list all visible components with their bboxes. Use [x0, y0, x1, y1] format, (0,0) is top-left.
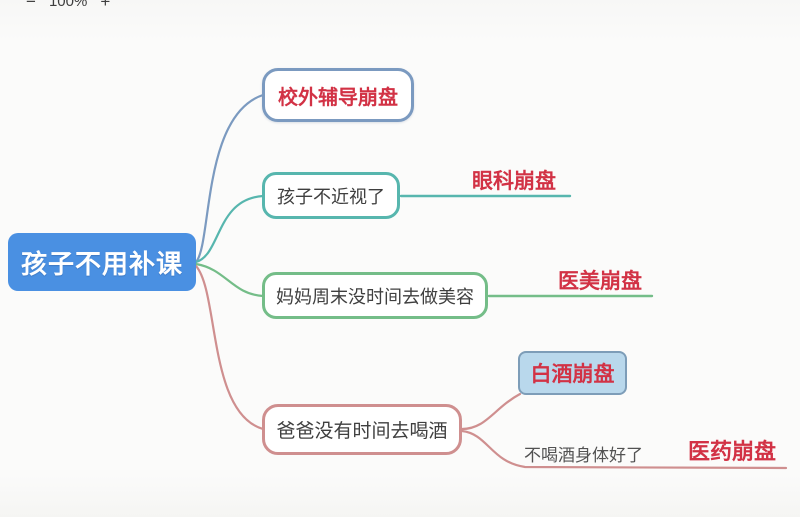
zoom-out-button[interactable]: −: [26, 0, 36, 11]
connector-root-to-eyesight: [194, 194, 265, 264]
node-tutoring-collapse[interactable]: 校外辅导崩盘: [262, 68, 414, 122]
connector-root-to-beauty: [194, 262, 265, 298]
connector-root-to-drinking: [194, 264, 265, 431]
zoom-in-button[interactable]: +: [100, 0, 111, 11]
zoom-toolbar: − 100% +: [26, 0, 110, 11]
label-pharma-collapse[interactable]: 医药崩盘: [688, 439, 777, 464]
node-no-myopia[interactable]: 孩子不近视了: [262, 172, 400, 219]
label-medical-cosmetology-collapse[interactable]: 医美崩盘: [558, 270, 642, 293]
label-ophthalmology-collapse[interactable]: 眼科崩盘: [472, 170, 556, 193]
node-health-improved[interactable]: 不喝酒身体好了: [524, 446, 643, 465]
connector-drinking-to-baijiu: [460, 392, 522, 431]
node-dad-no-drinking-time[interactable]: 爸爸没有时间去喝酒: [262, 404, 462, 455]
zoom-level: 100%: [48, 0, 88, 10]
node-mom-no-beauty-time[interactable]: 妈妈周末没时间去做美容: [262, 272, 488, 319]
node-baijiu-collapse[interactable]: 白酒崩盘: [518, 351, 627, 395]
connector-root-to-tutoring: [194, 93, 265, 264]
root-node[interactable]: 孩子不用补课: [8, 233, 196, 291]
